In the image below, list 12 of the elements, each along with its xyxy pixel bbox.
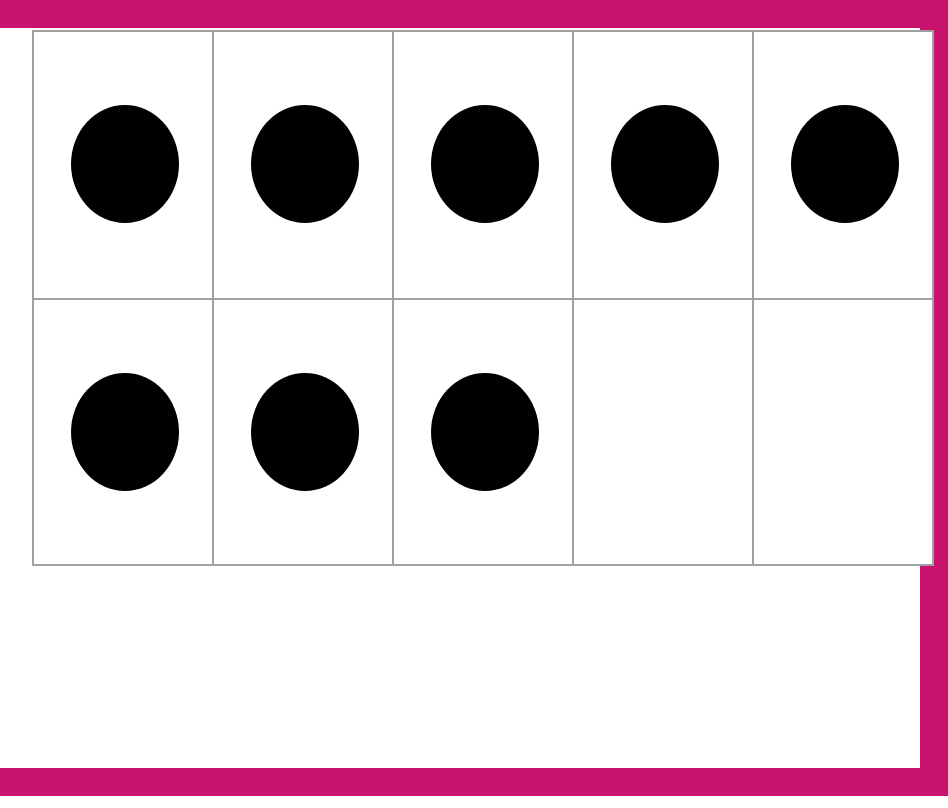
counter-dot [430,104,540,224]
counter-dot [790,104,900,224]
frame-cell [32,297,214,566]
counter-dot [70,104,180,224]
counter-dot [430,371,540,491]
counter-dot [250,104,360,224]
counter-dot [250,371,360,491]
frame-cell [752,30,934,299]
counter-dot [610,104,720,224]
frame-cell [752,297,934,566]
frame-cell [32,30,214,299]
counter-dot [70,371,180,491]
